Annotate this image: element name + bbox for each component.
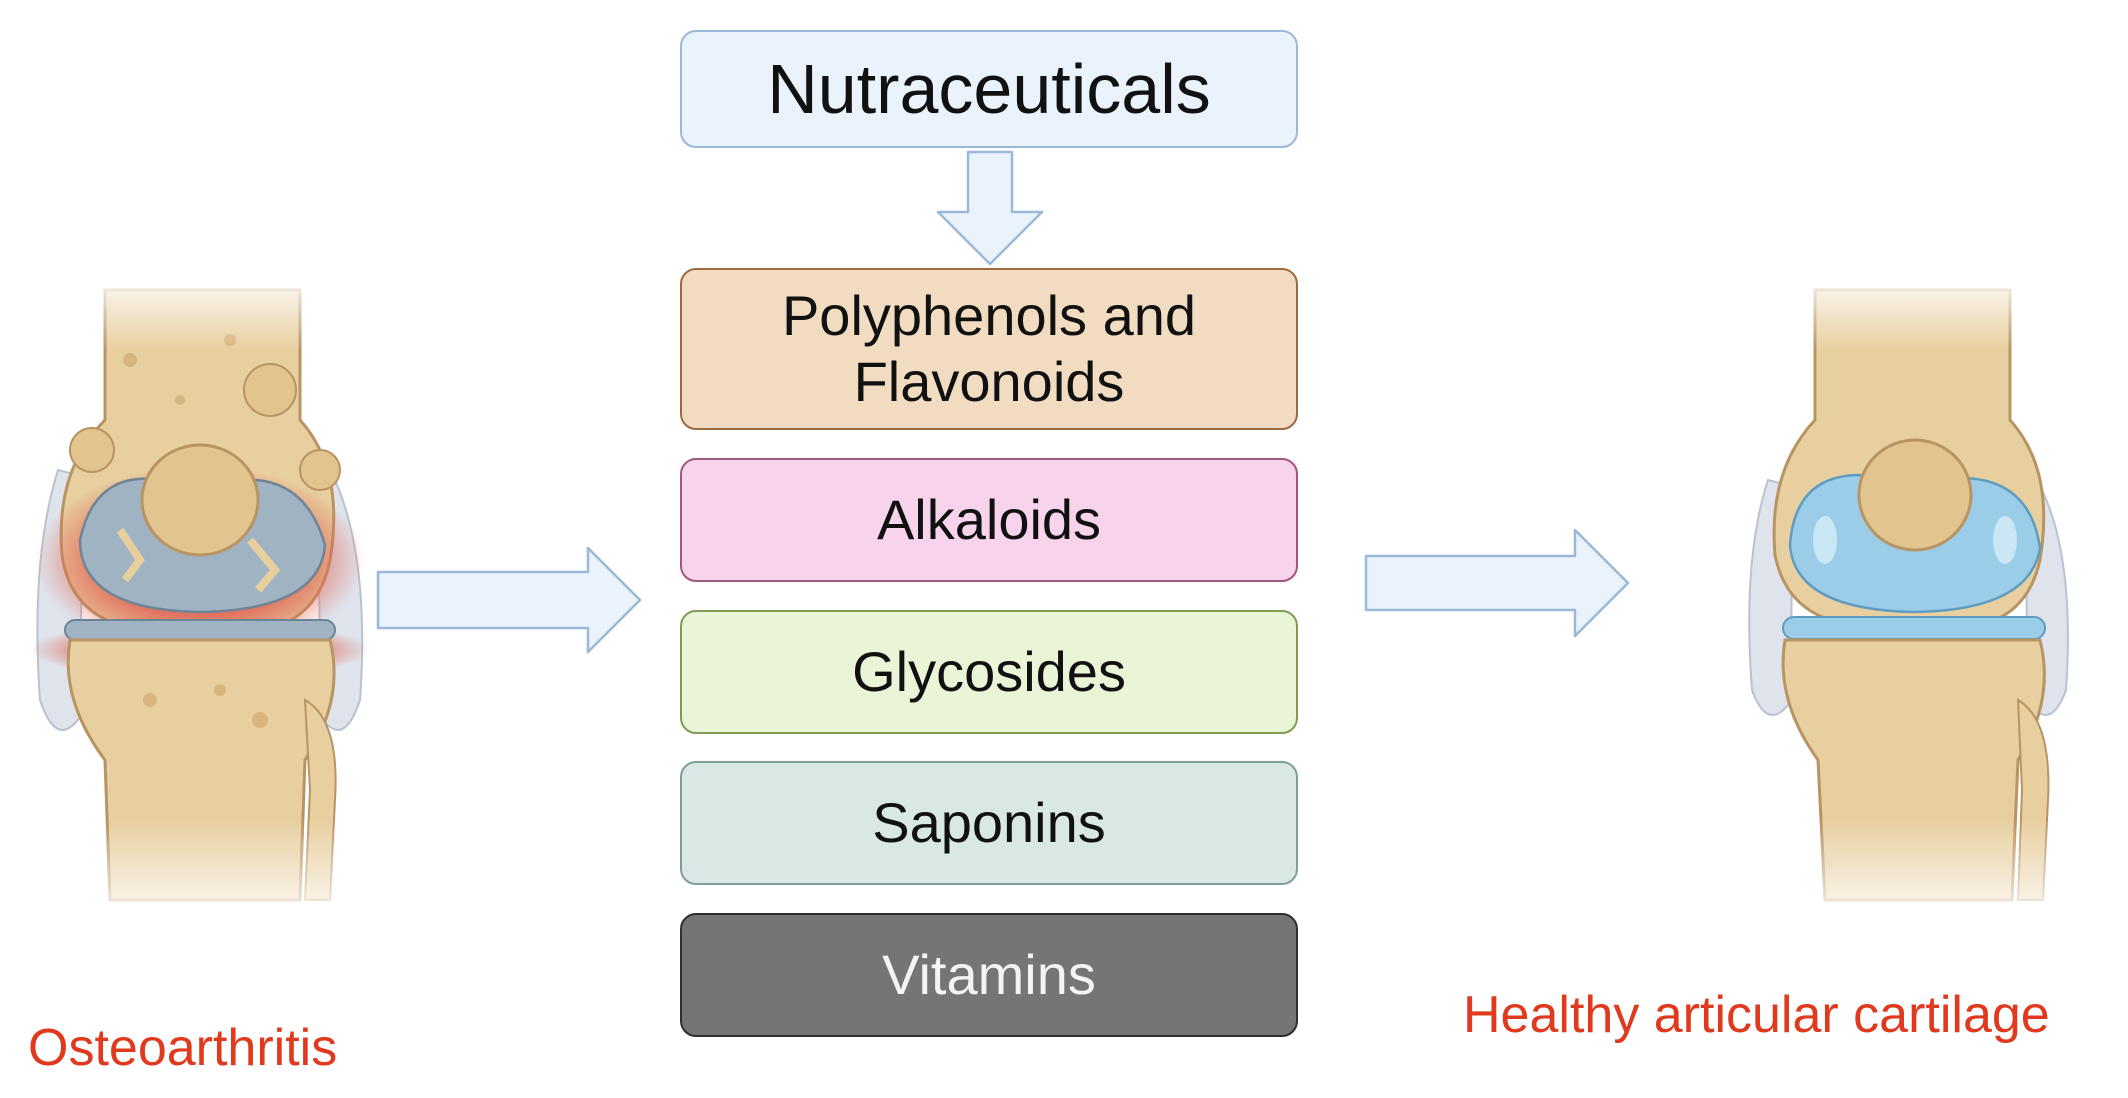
healthy-cartilage-label: Healthy articular cartilage (1463, 986, 2050, 1044)
category-polyphenols-flavonoids: Polyphenols and Flavonoids (680, 268, 1298, 430)
osteoarthritis-label: Osteoarthritis (28, 1019, 338, 1077)
category-label: Vitamins (882, 943, 1096, 1006)
category-label: Alkaloids (876, 488, 1102, 551)
down-arrow (936, 150, 1044, 266)
right-right-arrow (1364, 528, 1630, 638)
category-label: Glycosides (852, 640, 1126, 703)
healthy-knee-illustration (1740, 270, 2090, 930)
category-alkaloids: Alkaloids (680, 458, 1298, 582)
category-label: Saponins (872, 791, 1106, 854)
category-saponins: Saponins (680, 761, 1298, 885)
category-vitamins: Vitamins (680, 913, 1298, 1037)
nutraceuticals-box: Nutraceuticals (680, 30, 1298, 148)
category-glycosides: Glycosides (680, 610, 1298, 734)
nutraceuticals-title: Nutraceuticals (767, 50, 1211, 128)
osteoarthritis-knee-illustration (30, 270, 380, 930)
left-right-arrow (376, 546, 642, 654)
category-label-line1: Polyphenols and (781, 284, 1197, 347)
category-label-line2: Flavonoids (853, 350, 1125, 413)
